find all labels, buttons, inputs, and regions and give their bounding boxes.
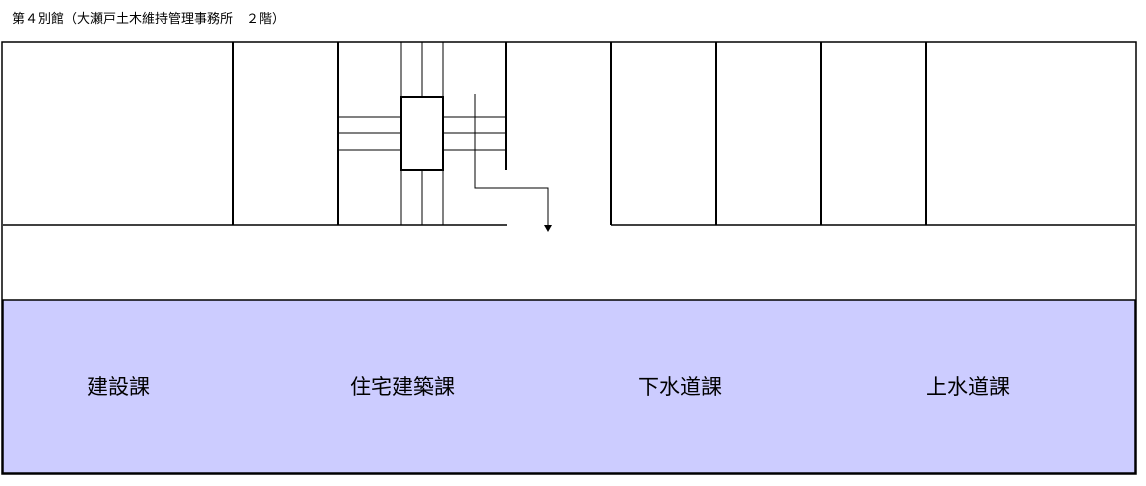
- elevator-shaft: [400, 96, 444, 171]
- building-outline: [1, 41, 1137, 475]
- route-arrow: [474, 94, 552, 232]
- office-area: [2, 299, 1136, 474]
- room-dividers: [232, 42, 927, 225]
- floor-title: 第４別館（大瀬戸土木維持管理事務所 ２階）: [12, 12, 285, 27]
- dept-label-gesuido: 下水道課: [638, 375, 722, 399]
- dept-label-jutaku-kenchiku: 住宅建築課: [350, 375, 455, 399]
- stairwell: [338, 42, 506, 225]
- dept-label-kensetsu: 建設課: [87, 375, 150, 399]
- dept-label-josuido: 上水道課: [926, 375, 1010, 399]
